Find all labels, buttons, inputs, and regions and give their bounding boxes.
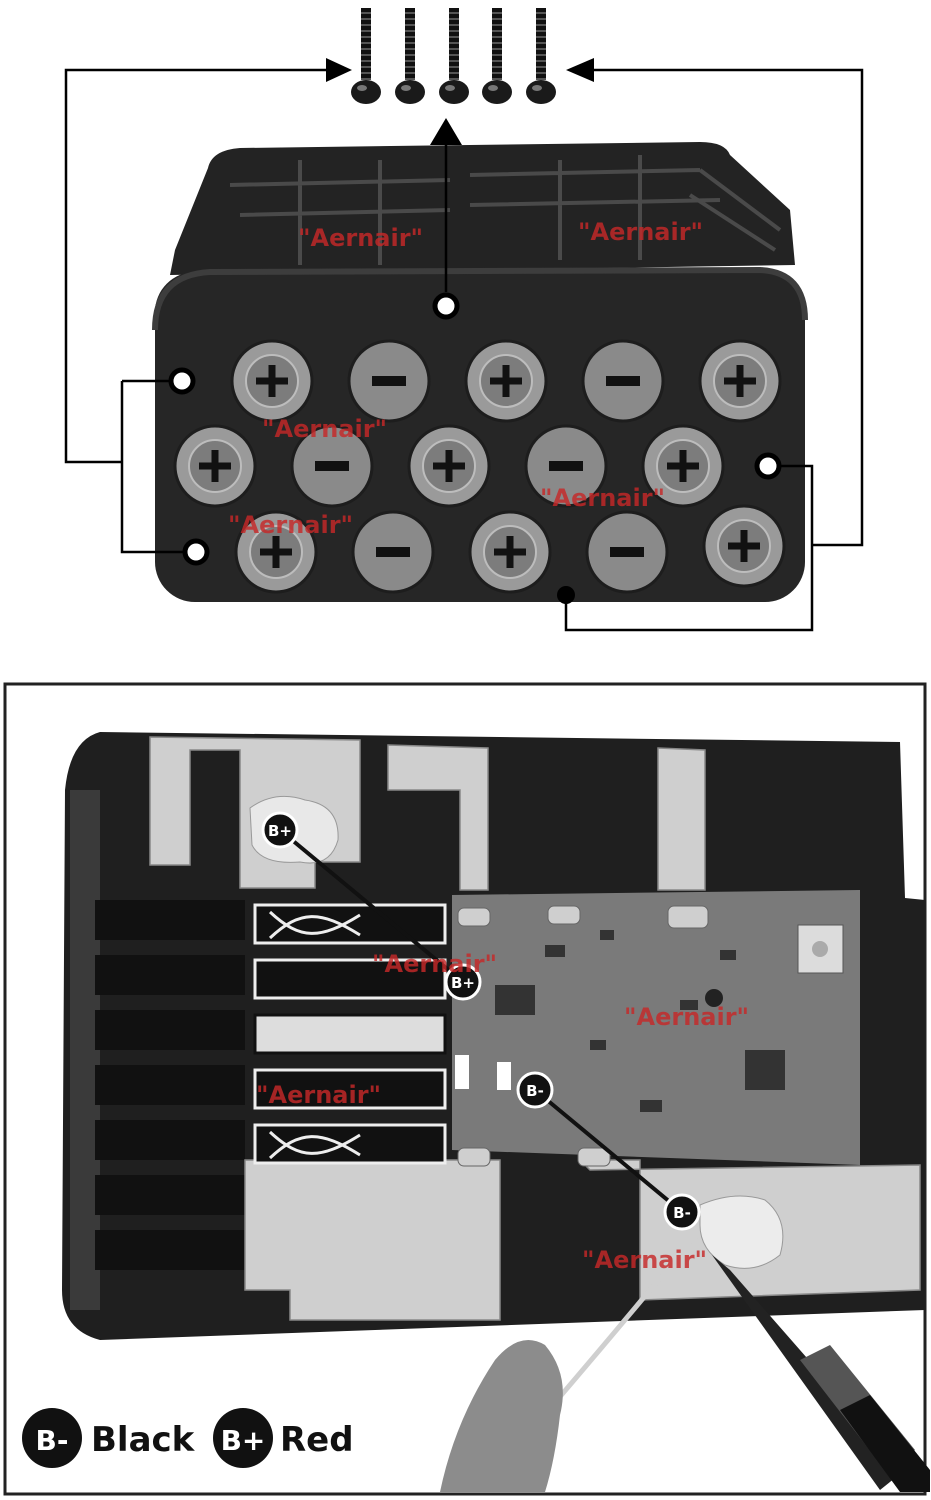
watermark: "Aernair"	[578, 218, 703, 246]
screws	[351, 8, 556, 104]
badge-bminus-solder: B-	[663, 1193, 701, 1231]
positive-terminal-icon	[407, 424, 491, 508]
bottom-photo: B+ B+ B- B- "Aernair" "Ae	[3, 682, 930, 1496]
screw-1-icon	[351, 8, 381, 104]
watermark: "Aernair"	[262, 415, 387, 443]
arrow-right-icon	[564, 68, 864, 632]
watermark: "Aernair"	[624, 1003, 749, 1031]
wire-legend: B- Black B+ Red	[22, 1408, 354, 1468]
negative-terminal-icon	[581, 339, 665, 423]
removal-arrows	[64, 58, 864, 632]
legend-item-bplus: B+ Red	[213, 1408, 354, 1468]
badge-bplus-solder: B+	[261, 811, 299, 849]
nickel-strip-top-right	[657, 747, 706, 891]
badge-label: B-	[673, 1204, 691, 1222]
watermark: "Aernair"	[298, 224, 423, 252]
screw-3-icon	[439, 8, 469, 104]
positive-terminal-icon	[464, 339, 548, 423]
bottom-watermarks: "Aernair" "Aernair" "Aernair" "Aernair"	[256, 950, 749, 1274]
screw-hole-left-bottom-icon	[182, 538, 210, 566]
legend-badge: B+	[221, 1424, 266, 1457]
negative-terminal-icon	[351, 510, 435, 594]
badge-label: B+	[451, 974, 475, 992]
screw-hole-top-icon	[432, 292, 460, 320]
terminal-caps	[173, 339, 786, 594]
badge-bminus-board: B-	[516, 1071, 554, 1109]
screw-4-icon	[482, 8, 512, 104]
legend-label-red: Red	[280, 1420, 354, 1460]
circuit-board	[452, 890, 860, 1167]
top-diagram: "Aernair" "Aernair" "Aernair" "Aernair" …	[64, 8, 864, 632]
screw-hole-bottom-icon	[557, 586, 575, 604]
top-watermarks: "Aernair" "Aernair" "Aernair" "Aernair" …	[228, 218, 703, 539]
watermark: "Aernair"	[256, 1081, 381, 1109]
badge-label: B+	[268, 822, 292, 840]
badge-bplus-board: B+	[444, 963, 482, 1001]
positive-terminal-icon	[173, 424, 257, 508]
positive-terminal-icon	[468, 510, 552, 594]
terminal-clips	[253, 903, 447, 1165]
positive-terminal-icon	[702, 504, 786, 588]
watermark: "Aernair"	[228, 511, 353, 539]
screw-hole-left-top-icon	[168, 367, 196, 395]
screw-5-icon	[526, 8, 556, 104]
negative-terminal-icon	[524, 424, 608, 508]
positive-terminal-icon	[234, 510, 318, 594]
badge-label: B-	[526, 1082, 544, 1100]
screw-holes	[168, 292, 782, 604]
watermark: "Aernair"	[582, 1246, 707, 1274]
arrow-left-icon	[64, 68, 330, 554]
finger	[440, 1340, 563, 1492]
positive-terminal-icon	[698, 339, 782, 423]
screw-2-icon	[395, 8, 425, 104]
nickel-strip-top-middle	[387, 744, 489, 891]
negative-terminal-icon	[585, 510, 669, 594]
screw-hole-right-icon	[754, 452, 782, 480]
legend-badge: B-	[36, 1424, 69, 1457]
legend-label-black: Black	[91, 1420, 196, 1460]
watermark: "Aernair"	[372, 950, 497, 978]
positive-terminal-icon	[641, 424, 725, 508]
solder-callouts: B+ B+ B- B-	[261, 811, 701, 1231]
watermark: "Aernair"	[540, 484, 665, 512]
nickel-strip-bottom-left	[244, 1159, 501, 1321]
positive-terminal-icon	[230, 339, 314, 423]
legend-item-bminus: B- Black	[22, 1408, 196, 1468]
solder-blob-bminus	[699, 1195, 784, 1269]
negative-terminal-icon	[347, 339, 431, 423]
solder-wire	[538, 1238, 702, 1422]
negative-terminal-icon	[290, 424, 374, 508]
soldering-iron	[712, 1255, 930, 1492]
